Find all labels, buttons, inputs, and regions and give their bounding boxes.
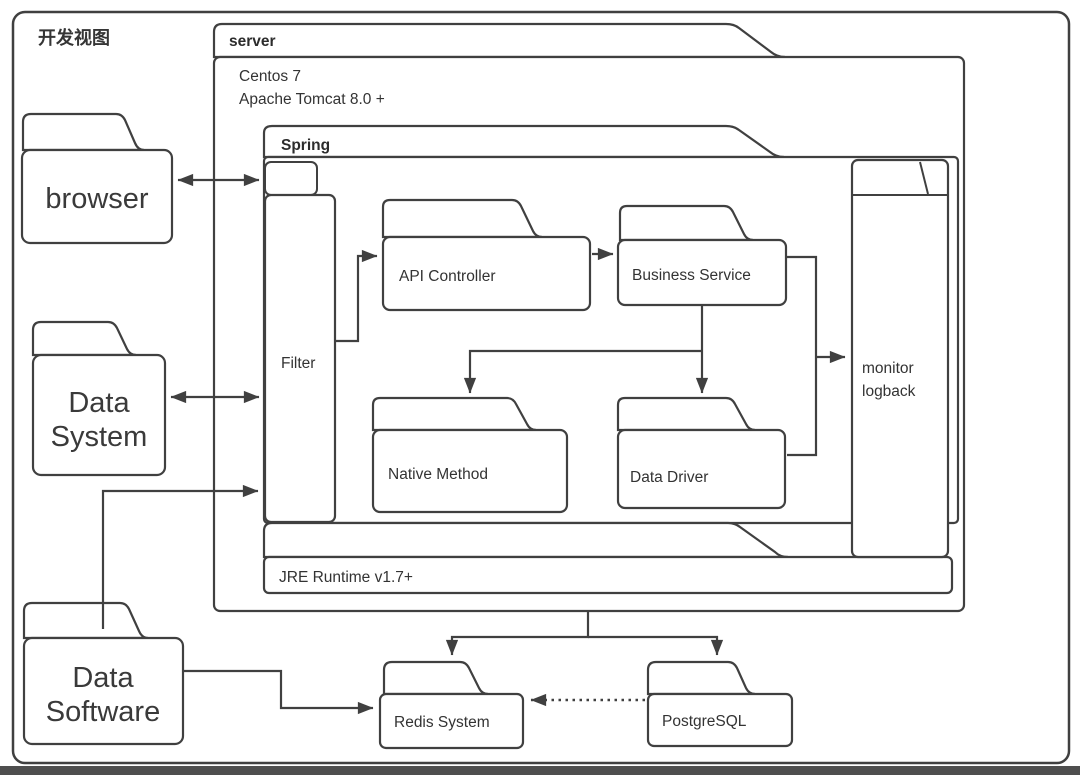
browser-label: browser — [45, 183, 148, 215]
filter-tab — [264, 161, 318, 196]
native-method-tab — [371, 396, 537, 432]
monitor-tab-notch — [919, 161, 929, 195]
diagram-title: 开发视图 — [38, 27, 110, 48]
edge-server-redis — [445, 612, 590, 656]
filter-folder: Filter — [263, 161, 337, 524]
data-software-tab — [22, 601, 149, 640]
bottom-shadow-bar — [0, 766, 1080, 775]
jre-label: JRE Runtime v1.7+ — [279, 569, 413, 586]
data-software-label-line-2: Software — [46, 696, 160, 728]
jre-runtime-folder: JRE Runtime v1.7+ — [262, 521, 954, 595]
data-software-folder: Data Software — [22, 601, 185, 746]
server-label: server — [229, 33, 276, 50]
data-system-tab — [31, 320, 137, 357]
edge-server-postgresql — [588, 635, 724, 656]
edge-filter-api-controller — [335, 249, 378, 343]
jre-tab — [262, 521, 789, 559]
data-software-label-line-1: Data — [72, 662, 134, 694]
native-method-folder: Native Method — [371, 396, 569, 514]
browser-body — [20, 148, 174, 245]
data-system-label-line-1: Data — [68, 387, 130, 419]
connectors — [101, 173, 846, 715]
native-method-body — [371, 428, 569, 514]
monitor-label-line-1: monitor — [862, 360, 914, 377]
edge-data-software-filter — [101, 484, 259, 629]
data-system-label-line-2: System — [51, 421, 148, 453]
monitor-label-line-2: logback — [862, 383, 916, 400]
monitor-logback-folder: monitor logback — [850, 158, 950, 559]
edge-data-software-redis — [183, 669, 374, 715]
data-driver-folder: Data Driver — [616, 396, 787, 510]
jre-body — [262, 555, 954, 595]
browser-tab — [21, 112, 145, 152]
business-service-folder: Business Service — [616, 204, 788, 307]
postgresql-folder: PostgreSQL — [646, 660, 794, 748]
redis-tab — [382, 660, 489, 696]
server-tab — [212, 22, 786, 59]
postgresql-label: PostgreSQL — [662, 713, 747, 730]
data-system-body — [31, 353, 167, 477]
api-controller-body — [381, 235, 592, 312]
api-controller-label: API Controller — [399, 268, 495, 285]
redis-body — [378, 692, 525, 750]
filter-label: Filter — [281, 355, 315, 372]
postgresql-tab — [646, 660, 756, 696]
data-driver-body — [616, 428, 787, 510]
redis-system-folder: Redis System — [378, 660, 525, 750]
data-software-body — [22, 636, 185, 746]
redis-label: Redis System — [394, 714, 490, 731]
server-env-line-1: Centos 7 — [239, 68, 301, 85]
data-driver-tab — [616, 396, 756, 432]
edge-business-service-native-method — [463, 349, 702, 394]
data-system-folder: Data System — [31, 320, 167, 477]
browser-folder: browser — [20, 112, 174, 245]
data-driver-label: Data Driver — [630, 469, 708, 486]
postgresql-body — [646, 692, 794, 748]
native-method-label: Native Method — [388, 466, 488, 483]
filter-body — [263, 193, 337, 524]
business-service-label: Business Service — [632, 267, 751, 284]
api-controller-tab — [381, 198, 543, 239]
server-env-line-2: Apache Tomcat 8.0 + — [239, 91, 385, 108]
spring-label: Spring — [281, 137, 330, 154]
api-controller-folder: API Controller — [381, 198, 592, 312]
business-service-tab — [618, 204, 754, 242]
spring-tab — [262, 124, 785, 159]
monitor-body — [850, 158, 950, 559]
